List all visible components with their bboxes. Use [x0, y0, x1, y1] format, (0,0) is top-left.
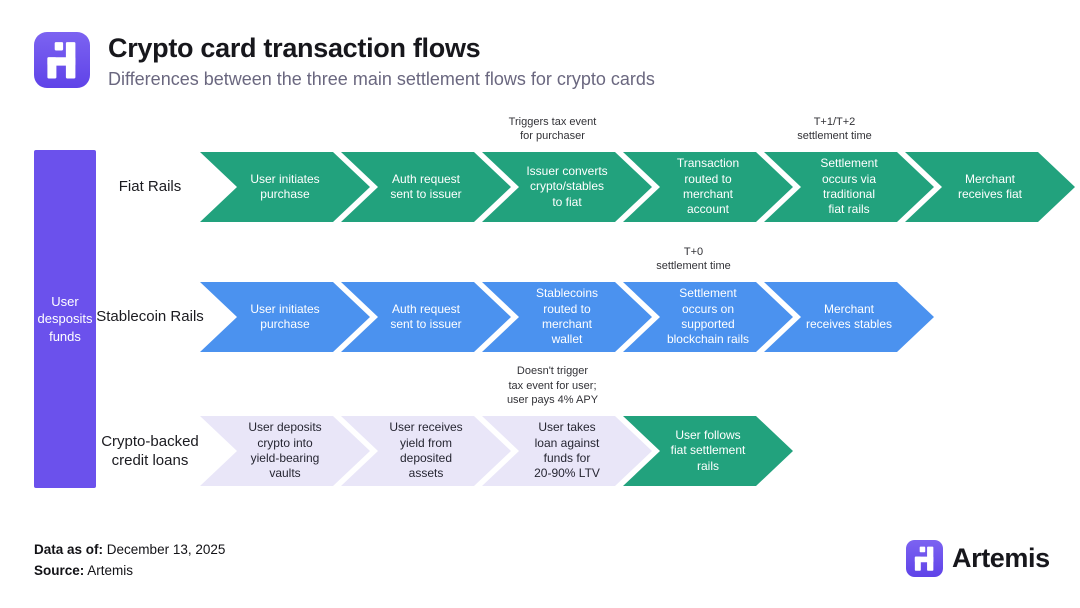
flow-step-label: Settlement occurs via traditional fiat r… [820, 156, 878, 217]
data-as-of-line: Data as of: December 13, 2025 [34, 540, 225, 561]
flow-step-label: Merchant receives fiat [957, 171, 1023, 201]
flow-annotation: T+1/T+2 settlement time [797, 115, 872, 143]
brand-name: Artemis [952, 543, 1050, 573]
flow-annotation: Doesn't trigger tax event for user; user… [506, 365, 599, 407]
page-subtitle: Differences between the three main settl… [108, 69, 655, 90]
source-label: Source: [34, 562, 85, 578]
flow-step-label: Merchant receives stables [805, 301, 893, 331]
source-line: Source: Artemis [34, 561, 225, 582]
row-label: Crypto-backed credit loans [101, 432, 199, 470]
flow-annotation: T+0 settlement time [656, 245, 731, 273]
flow-step-label: User takes loan against funds for 20-90%… [534, 420, 600, 481]
flow-step: User initiates purchase [200, 152, 370, 222]
flow-step-label: Auth request sent to issuer [390, 171, 462, 201]
flow-step-label: User deposits crypto into yield-bearing … [248, 420, 322, 481]
brand-footer: Artemis [906, 540, 1050, 577]
source-value: Artemis [87, 562, 134, 578]
flow-step-label: Settlement occurs on supported blockchai… [666, 286, 750, 347]
data-as-of-label: Data as of: [34, 542, 104, 557]
user-deposits-label: User desposits funds [37, 293, 93, 344]
artemis-logo-icon [34, 32, 90, 88]
flow-step: User deposits crypto into yield-bearing … [200, 416, 370, 486]
flow-step: User initiates purchase [200, 282, 370, 352]
flow-step-label: User receives yield from deposited asset… [389, 420, 463, 481]
flow-step-label: User initiates purchase [250, 171, 320, 201]
user-deposits-bar: User desposits funds [34, 150, 96, 488]
flow-step: Auth request sent to issuer [341, 282, 511, 352]
flow-step-label: Auth request sent to issuer [390, 301, 462, 331]
row-label: Stablecoin Rails [96, 308, 204, 326]
flow-step: Stablecoins routed to merchant wallet [482, 282, 652, 352]
flow-step: Settlement occurs via traditional fiat r… [764, 152, 934, 222]
flow-step-label: User initiates purchase [250, 301, 320, 331]
flow-step-label: Transaction routed to merchant account [676, 156, 740, 217]
flow-step-label: Issuer converts crypto/stables to fiat [526, 163, 608, 209]
artemis-logo-icon [906, 540, 943, 577]
flow-step-label: User follows fiat settlement rails [670, 427, 746, 473]
page-title: Crypto card transaction flows [108, 33, 481, 63]
data-as-of-value: December 13, 2025 [106, 542, 226, 557]
row-label: Fiat Rails [118, 178, 182, 196]
flow-annotation: Triggers tax event for purchaser [508, 115, 597, 143]
flow-step-label: Stablecoins routed to merchant wallet [535, 286, 599, 347]
footer-meta: Data as of: December 13, 2025 Source: Ar… [34, 540, 225, 581]
header: Crypto card transaction flows Difference… [34, 32, 655, 90]
